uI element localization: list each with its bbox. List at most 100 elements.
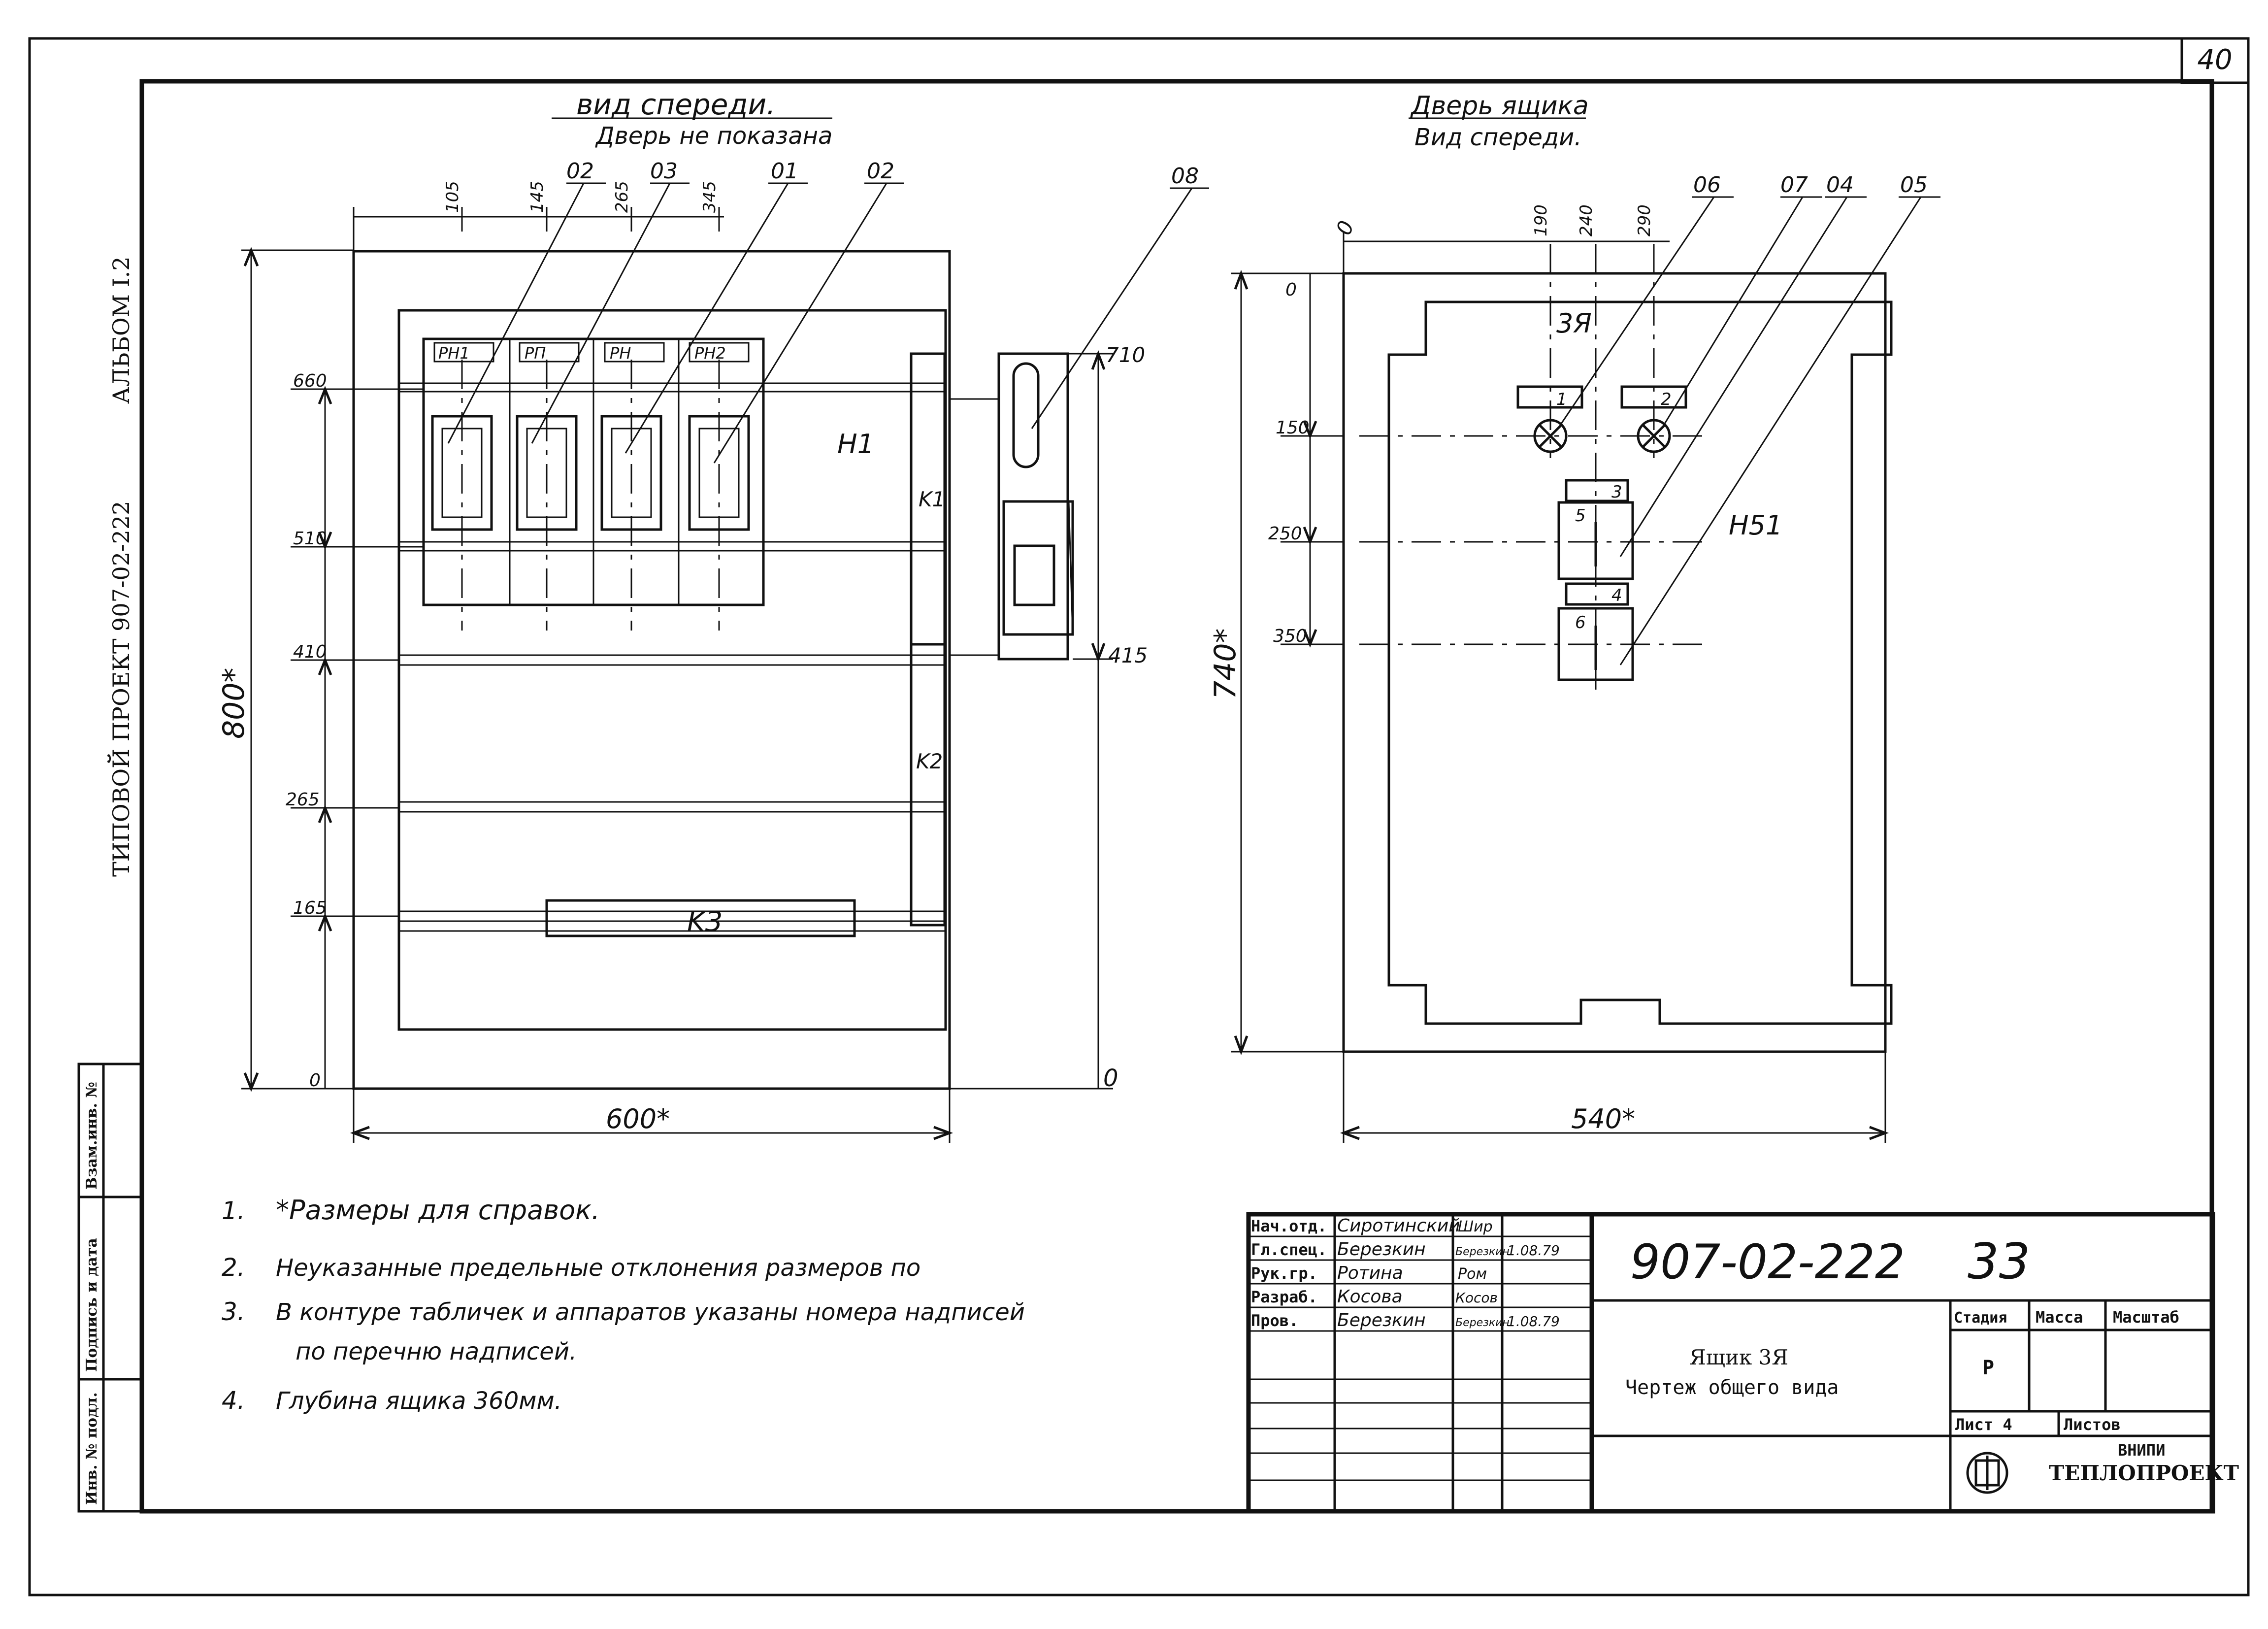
door-dim-190: 190 [1531,204,1551,236]
tb-role-5: Пров. [1251,1311,1298,1330]
door-view: Дверь ящика Вид спереди. 3Я 1 2 3 5 [1208,91,1940,1143]
sheet-frame: 40 [28,37,2250,1596]
tb-sheets-label: Листов [2064,1415,2121,1434]
door-level-0: 0 [1285,280,1297,300]
note-3-text: В контуре табличек и аппаратов указаны н… [276,1298,1025,1326]
front-view-subtitle: Дверь не показана [595,122,832,150]
tb-role-4: Разраб. [1251,1288,1317,1306]
tb-sheet-code: 33 [1968,1232,2030,1290]
callout-07: 07 [1780,172,1808,198]
door-top-dimensions: 190 240 290 [1531,204,1654,236]
tb-name-1: Сиротинский [1337,1216,1460,1236]
plate-6: 6 [1575,613,1586,632]
front-callouts: 02 03 01 02 08 [447,159,1209,464]
dim-265: 265 [612,181,632,213]
height-dim-800: 800* [217,667,251,739]
plate-3: 3 [1611,482,1622,502]
door-level-150: 150 [1276,418,1310,438]
level-165: 165 [293,898,327,918]
tb-name-5: Березкин [1337,1310,1426,1330]
label-k1: K1 [919,487,945,511]
width-dim-600: 600* [606,1103,670,1134]
tb-stage-value: Р [1982,1357,1994,1379]
stamp-inv-no: Инв. № подл. [83,1392,100,1505]
callout-05: 05 [1900,172,1928,198]
note-1-text: *Размеры для справок. [276,1195,600,1226]
plate-2: 2 [1661,390,1672,409]
tb-sheet-label: Лист 4 [1955,1415,2012,1434]
stamp-signature-date: Подпись и дата [83,1238,100,1372]
callout-02a: 02 [566,159,594,184]
note-4-text: Глубина ящика 360мм. [276,1387,562,1415]
note-3b-text: по перечню надписей. [296,1338,577,1365]
note-1-num: 1. [222,1197,245,1225]
signature-table: Нач.отд. Сиротинский Шир Гл.спец. Березк… [1251,1216,1560,1330]
callout-03: 03 [650,159,678,184]
door-top-zero: 0 [1331,218,1358,238]
door-view-title: Дверь ящика [1410,91,1589,121]
callout-01: 01 [771,159,798,184]
level-710: 710 [1106,343,1145,367]
tb-org-line2: ТЕПЛОПРОЕКТ [2049,1461,2239,1485]
front-top-dimensions: 105 145 265 345 [443,181,720,213]
device-tag-ph: PH [610,344,631,363]
page-number: 40 [2197,44,2232,76]
tb-org-line1: ВНИПИ [2118,1441,2165,1460]
tb-col-scale: Масштаб [2113,1308,2179,1327]
label-k2: K2 [916,749,943,773]
tb-sign-2: Березкин [1455,1246,1510,1258]
title-block: Нач.отд. Сиротинский Шир Гл.спец. Березк… [1246,1212,2239,1514]
label-h1: H1 [837,429,874,460]
tb-name-2: Березкин [1337,1239,1426,1260]
level-0-right: 0 [1103,1064,1118,1092]
front-view-title: вид спереди. [576,88,776,121]
front-left-levels: 660 510 410 265 165 0 [286,371,327,1091]
device-tag-ph2: PH2 [694,344,726,363]
project-label: ТИПОВОЙ ПРОЕКТ 907-02-222 [107,501,134,877]
callout-08: 08 [1171,164,1199,189]
level-265: 265 [286,790,320,810]
note-3-num: 3. [222,1297,245,1326]
dim-105: 105 [443,181,462,213]
note-2-num: 2. [222,1253,245,1282]
dim-145: 145 [527,181,547,213]
tb-item-name: Ящик 3Я [1689,1345,1788,1369]
tb-role-2: Гл.спец. [1251,1240,1327,1259]
callout-06: 06 [1693,172,1721,198]
door-level-350: 350 [1273,626,1307,646]
level-510: 510 [293,529,327,549]
tb-role-3: Рук.гр. [1251,1264,1317,1283]
plate-5: 5 [1575,506,1586,526]
height-dim-740: 740* [1208,628,1243,699]
door-box-label: 3Я [1556,308,1592,339]
front-view: вид спереди. Дверь не показана PH1 PП PH [217,88,1209,1143]
tb-item-desc: Чертеж общего вида [1625,1376,1839,1399]
door-dim-290: 290 [1635,204,1654,236]
stamp-replace-inv: Взам.инв. № [83,1082,100,1190]
note-4-num: 4. [222,1386,245,1415]
level-0: 0 [309,1070,321,1091]
tb-designation: 907-02-222 [1630,1234,1905,1290]
tb-sign-5: Березкин [1455,1317,1510,1329]
note-2-text: Неуказанные предельные отклонения размер… [276,1254,920,1282]
level-415: 415 [1108,643,1148,667]
organization-logo-icon [1966,1452,2008,1494]
door-callouts: 06 07 04 05 [1560,172,1940,665]
tb-sign-3: Ром [1458,1265,1487,1283]
level-410: 410 [293,642,327,662]
device-tag-ph1: PH1 [438,344,470,363]
tb-col-mass: Масса [2036,1308,2083,1327]
album-label: АЛЬБОМ I.2 [108,256,134,404]
tb-date-5: 1.08.79 [1507,1313,1560,1330]
tb-name-4: Косова [1337,1287,1403,1307]
plate-4: 4 [1611,586,1622,605]
width-dim-540: 540* [1571,1103,1635,1134]
label-h51: H51 [1729,510,1782,541]
dim-345: 345 [700,181,720,213]
tb-role-1: Нач.отд. [1251,1217,1327,1235]
tb-sign-1: Шир [1458,1218,1493,1235]
level-660: 660 [293,371,327,391]
plate-1: 1 [1556,390,1567,409]
tb-sign-4: Косов [1455,1290,1498,1306]
